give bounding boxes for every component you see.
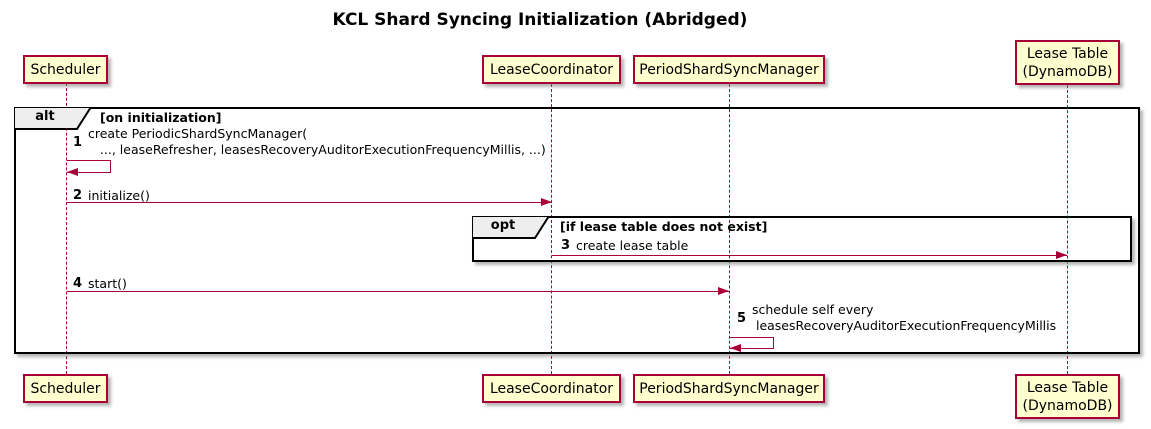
message-3-arrow-line: [552, 255, 1067, 256]
opt-guard: [if lease table does not exist]: [560, 219, 768, 234]
opt-keyword: opt: [490, 218, 516, 233]
opt-frame: [472, 216, 1132, 262]
participant-scheduler-top: Scheduler: [23, 55, 108, 84]
participant-leasetable-bottom: Lease Table (DynamoDB): [1015, 374, 1120, 419]
alt-keyword: alt: [35, 109, 55, 124]
lifeline-periodshardsyncmanager: [729, 84, 730, 374]
message-5-self-arrow-bottom: [730, 348, 774, 349]
message-5-self-arrow-side: [773, 337, 774, 349]
message-5-text: schedule self every leasesRecoveryAudito…: [752, 302, 1057, 333]
message-5-arrowhead-icon: [730, 344, 741, 352]
message-3-number: 3: [561, 238, 571, 253]
participant-periodshardsyncmanager-top: PeriodShardSyncManager: [633, 55, 825, 84]
message-1-self-arrow-side: [110, 160, 111, 173]
message-4-arrow-line: [67, 291, 729, 292]
message-2-text: initialize(): [88, 188, 150, 203]
message-4-number: 4: [73, 276, 83, 291]
alt-guard: [on initialization]: [100, 110, 222, 125]
message-2-arrow-line: [67, 202, 552, 203]
participant-leasecoordinator-top: LeaseCoordinator: [482, 55, 621, 84]
message-3-text: create lease table: [576, 238, 689, 253]
participant-leasecoordinator-bottom: LeaseCoordinator: [482, 374, 621, 403]
message-2-number: 2: [73, 188, 83, 203]
message-5-number: 5: [737, 311, 747, 326]
opt-frame-label-pentagon: [471, 215, 551, 239]
message-1-number: 1: [73, 135, 83, 150]
participant-leasetable-top: Lease Table (DynamoDB): [1015, 40, 1120, 85]
lifeline-leasecoordinator: [551, 84, 552, 374]
lifeline-leasetable: [1067, 85, 1068, 374]
lifeline-scheduler: [66, 83, 67, 374]
message-1-self-arrow-top: [67, 160, 111, 161]
message-5-self-arrow-top: [730, 337, 774, 338]
message-3-arrowhead-icon: [1056, 251, 1067, 259]
message-4-arrowhead-icon: [718, 287, 729, 295]
participant-periodshardsyncmanager-bottom: PeriodShardSyncManager: [633, 374, 825, 403]
participant-scheduler-bottom: Scheduler: [23, 374, 108, 403]
message-2-arrowhead-icon: [541, 198, 552, 206]
opt-frame-label: opt: [471, 215, 551, 239]
message-1-arrowhead-icon: [67, 168, 78, 176]
alt-frame-label: alt: [13, 106, 93, 130]
alt-frame: [14, 107, 1140, 354]
message-4-text: start(): [88, 276, 127, 291]
alt-frame-label-pentagon: [13, 106, 93, 130]
message-1-text: create PeriodicShardSyncManager( ..., le…: [88, 126, 546, 157]
diagram-title: KCL Shard Syncing Initialization (Abridg…: [332, 10, 748, 30]
message-1-self-arrow-bottom: [67, 172, 111, 173]
